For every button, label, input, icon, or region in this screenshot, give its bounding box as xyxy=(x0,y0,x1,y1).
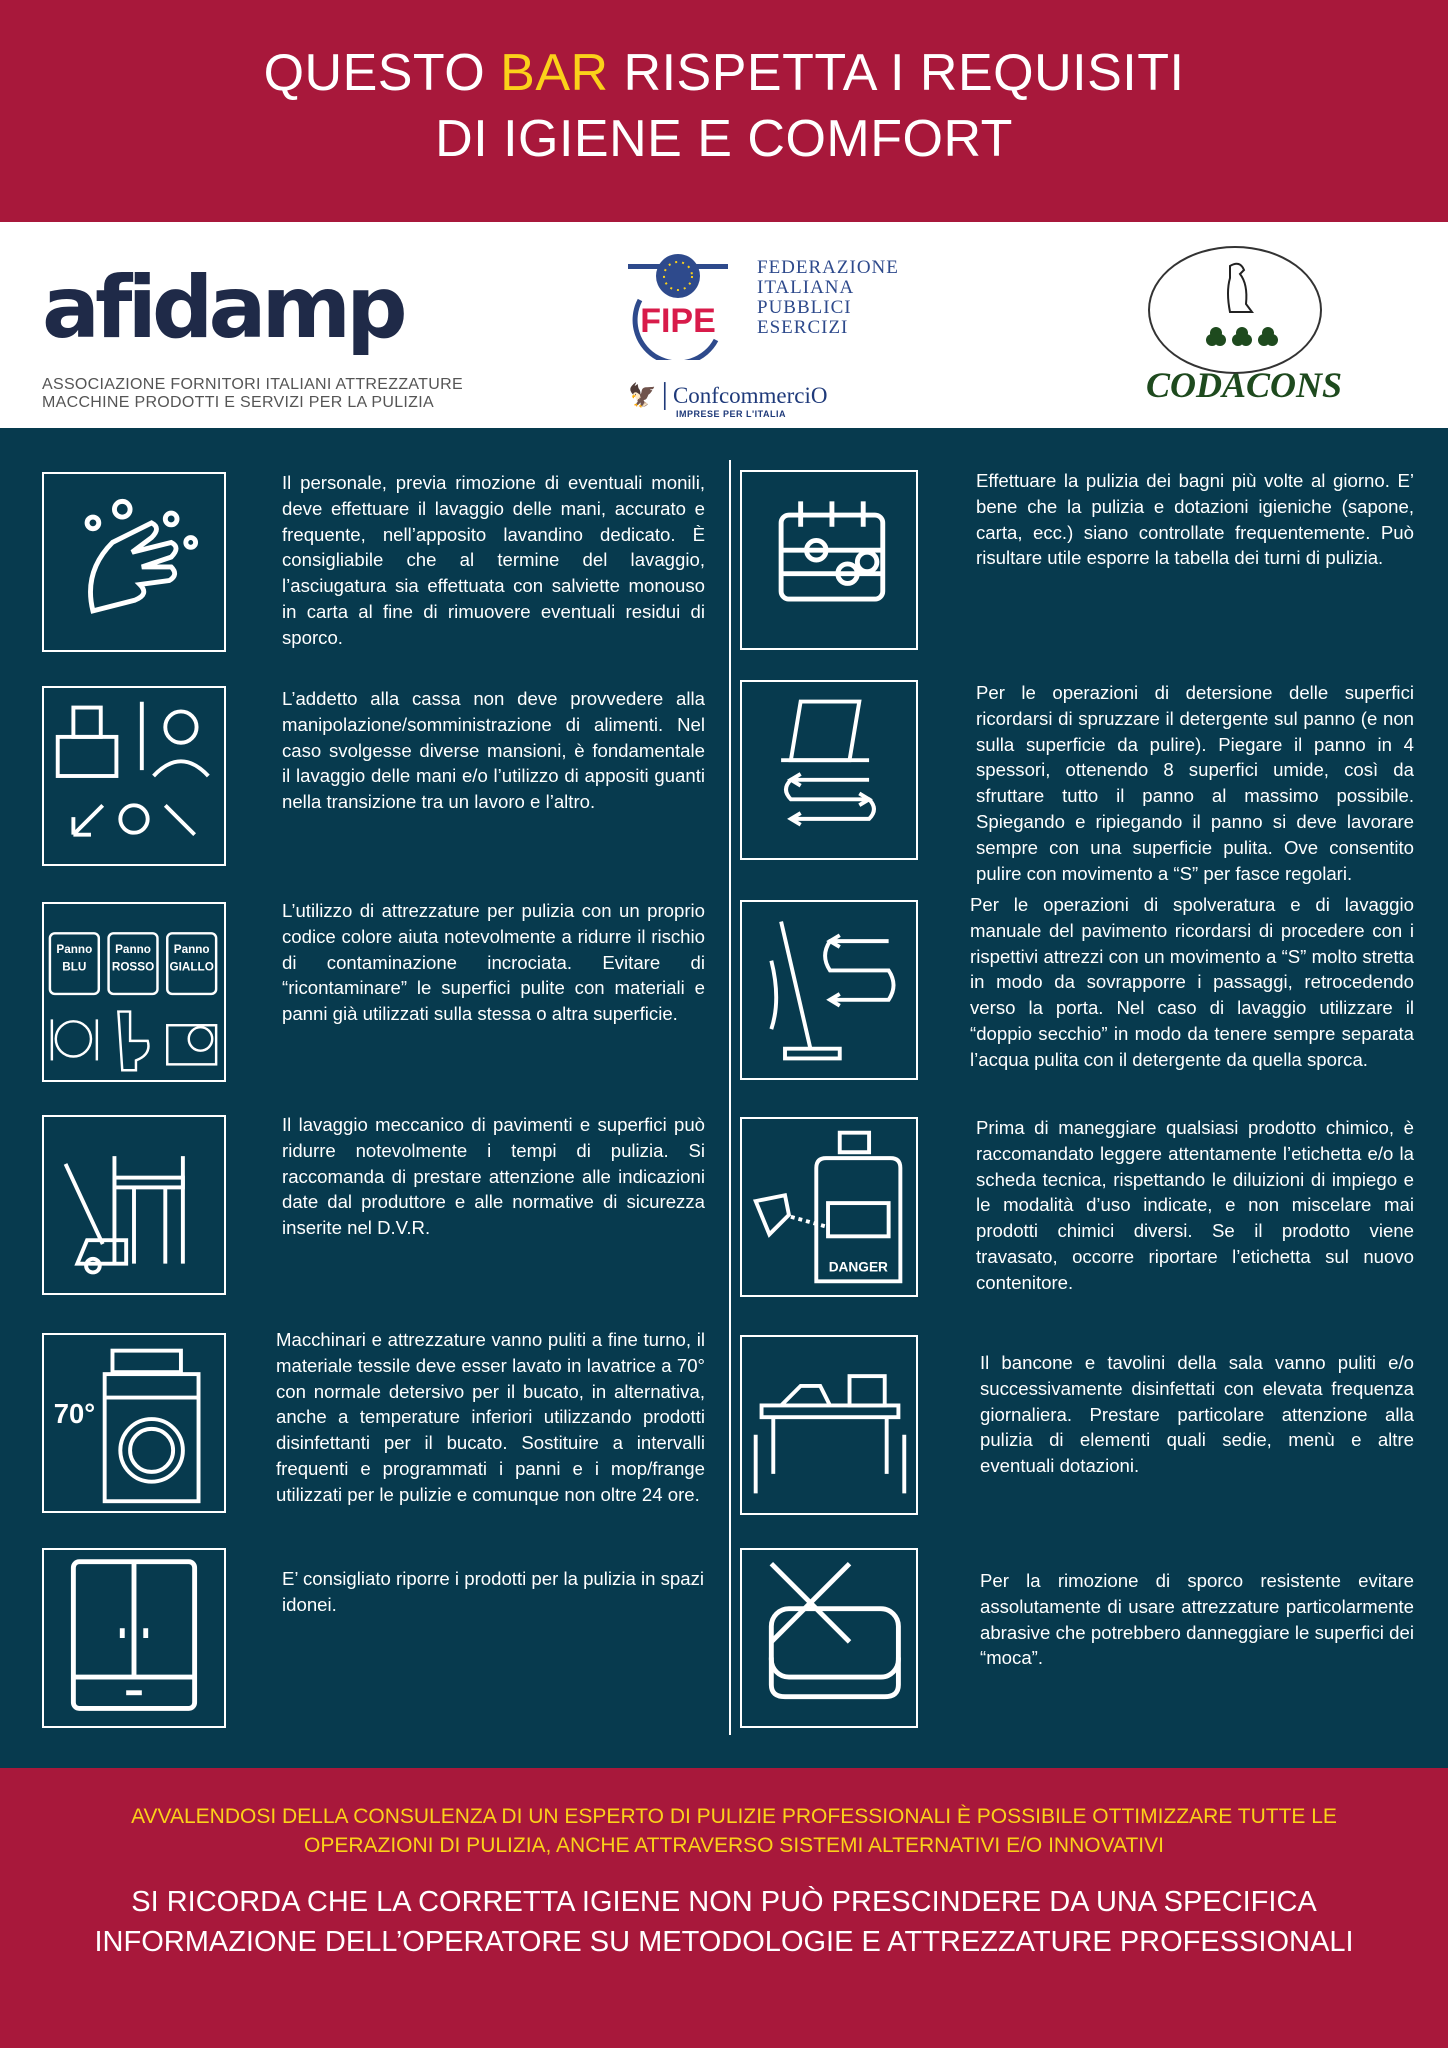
codacons-name: CODACONS xyxy=(1146,365,1343,405)
svg-text:BLU: BLU xyxy=(62,960,86,973)
floor-scrubber-icon xyxy=(42,1115,226,1295)
tip-bathrooms: Effettuare la pulizia dei bagni più volt… xyxy=(976,470,1414,569)
chemical-danger-icon: DANGER xyxy=(740,1117,918,1297)
svg-text:70°: 70° xyxy=(54,1398,95,1429)
falcon-clover-icon xyxy=(1206,262,1278,346)
svg-text:Panno: Panno xyxy=(115,943,151,956)
fipe-logo: FIPE xyxy=(628,254,728,360)
bar-counter-icon xyxy=(740,1335,918,1515)
svg-text:DANGER: DANGER xyxy=(829,1260,888,1275)
mopping-icon xyxy=(740,900,918,1080)
eagle-icon: 🦅│ xyxy=(628,383,673,408)
hand-washing-icon xyxy=(42,472,226,652)
afidamp-logo: afidamp xyxy=(42,258,408,358)
tip-floor-scrubber: Il lavaggio meccanico di pavimenti e sup… xyxy=(282,1114,705,1239)
svg-text:Panno: Panno xyxy=(174,943,210,956)
tip-surface-cleaning: Per le operazioni di detersione delle su… xyxy=(976,682,1414,884)
codacons-emblem xyxy=(1148,246,1322,374)
tip-storage: E’ consigliato riporre i prodotti per la… xyxy=(282,1568,705,1615)
tip-hand-washing: Il personale, previa rimozione di eventu… xyxy=(282,472,705,648)
footer-advice: AVVALENDOSI DELLA CONSULENZA DI UN ESPER… xyxy=(131,1805,1337,1857)
tip-cashier: L’addetto alla cassa non deve provvedere… xyxy=(282,688,705,813)
no-abrasive-sponge-icon xyxy=(740,1548,918,1728)
footer-banner: AVVALENDOSI DELLA CONSULENZA DI UN ESPER… xyxy=(0,1768,1448,2048)
cashier-waiter-icon xyxy=(42,686,226,866)
column-divider xyxy=(729,460,731,1735)
svg-text:GIALLO: GIALLO xyxy=(170,960,214,973)
svg-text:Panno: Panno xyxy=(56,943,92,956)
svg-text:ROSSO: ROSSO xyxy=(112,960,154,973)
washing-machine-icon: 70° xyxy=(42,1333,226,1513)
logo-band: afidamp ASSOCIAZIONE FORNITORI ITALIANI … xyxy=(0,222,1448,428)
footer-reminder: SI RICORDA CHE LA CORRETTA IGIENE NON PU… xyxy=(94,1886,1354,1958)
tip-chemicals: Prima di maneggiare qualsiasi prodotto c… xyxy=(976,1117,1414,1293)
afidamp-subtitle: ASSOCIAZIONE FORNITORI ITALIANI ATTREZZA… xyxy=(42,376,463,411)
tip-washing-machine: Macchinari e attrezzature vanno puliti a… xyxy=(276,1329,705,1505)
calendar-check-icon xyxy=(740,470,918,650)
tip-mopping: Per le operazioni di spolveratura e di l… xyxy=(970,894,1414,1070)
tip-bar-counter: Il bancone e tavolini della sala vanno p… xyxy=(980,1352,1414,1477)
tip-no-abrasives: Per la rimozione di sporco resistente ev… xyxy=(980,1570,1414,1669)
svg-text:FIPE: FIPE xyxy=(640,302,716,340)
cabinet-icon xyxy=(42,1548,226,1728)
tip-color-code: L’utilizzo di attrezzature per pulizia c… xyxy=(282,900,705,1025)
cloth-wiping-icon xyxy=(740,680,918,860)
